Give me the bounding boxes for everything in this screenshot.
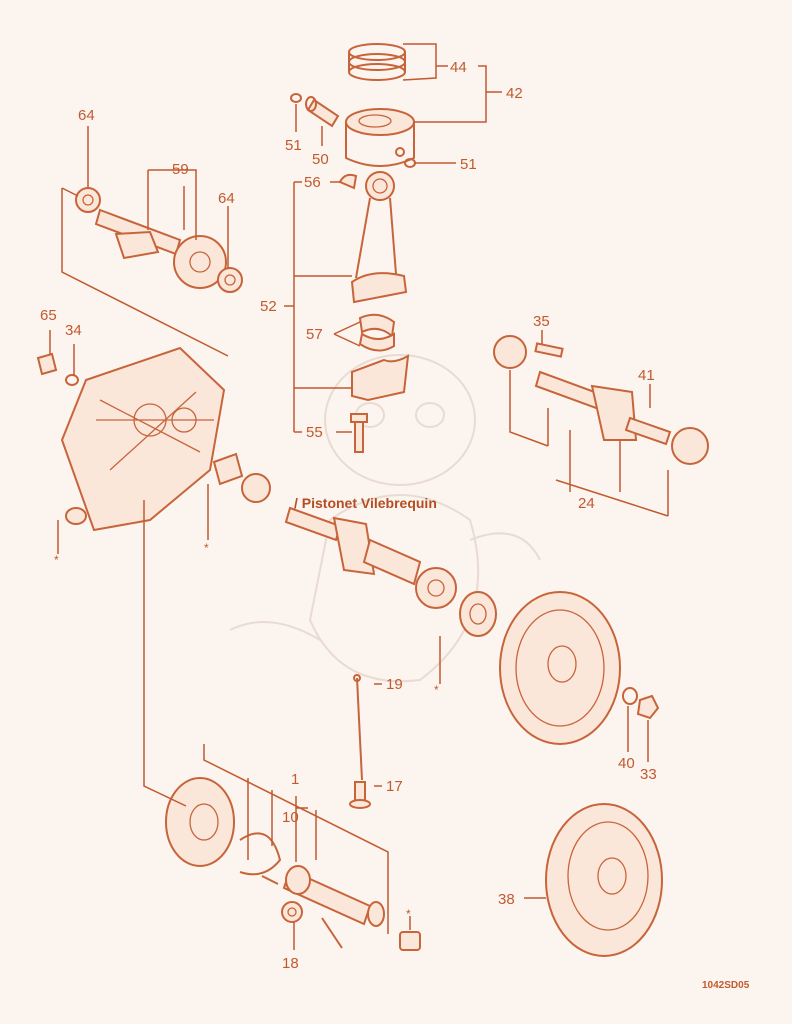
governor-flyweight bbox=[239, 832, 281, 885]
flywheel-nut bbox=[636, 694, 660, 720]
cover-oil-seal bbox=[212, 452, 244, 486]
main-bearing bbox=[459, 591, 497, 637]
camshaft-pin bbox=[321, 917, 343, 949]
fan-flywheel bbox=[545, 803, 663, 957]
callout-33: 33 bbox=[640, 766, 657, 783]
cam-bushing bbox=[281, 901, 303, 923]
asterisk-oil-seal: * bbox=[204, 541, 209, 555]
callout-1: 1 bbox=[291, 771, 299, 788]
callout-64-right: 64 bbox=[218, 190, 235, 207]
cover-small-gear bbox=[241, 473, 271, 503]
crankcase-cover bbox=[60, 346, 226, 532]
callout-41: 41 bbox=[638, 367, 655, 384]
piston-pin bbox=[305, 96, 340, 128]
callout-50: 50 bbox=[312, 151, 329, 168]
cam-gear bbox=[165, 777, 235, 867]
callout-42: 42 bbox=[506, 85, 523, 102]
callout-17: 17 bbox=[386, 778, 403, 795]
watermark-mascot bbox=[229, 354, 541, 683]
piston-pin-clip-left bbox=[290, 93, 302, 103]
balancer-bearing-left bbox=[75, 187, 101, 213]
flywheel bbox=[499, 591, 621, 745]
rod-bearing-inserts bbox=[358, 313, 396, 352]
needle-bearing bbox=[399, 931, 421, 951]
callout-52: 52 bbox=[260, 298, 277, 315]
crankshaft-right bbox=[493, 335, 709, 465]
callout-34: 34 bbox=[65, 322, 82, 339]
leader-lines bbox=[49, 43, 669, 950]
asterisk-markers: * * * * bbox=[54, 541, 439, 921]
callout-51-left: 51 bbox=[285, 137, 302, 154]
flywheel-washer bbox=[622, 687, 638, 705]
callout-35: 35 bbox=[533, 313, 550, 330]
asterisk-cover: * bbox=[54, 553, 59, 567]
section-title: / Pistonet Vilebrequin bbox=[294, 495, 437, 511]
connecting-rod bbox=[338, 171, 408, 304]
callout-10: 10 bbox=[282, 809, 299, 826]
crankshaft-main bbox=[284, 506, 457, 609]
callout-18: 18 bbox=[282, 955, 299, 972]
callout-59: 59 bbox=[172, 161, 189, 178]
callout-19: 19 bbox=[386, 676, 403, 693]
callout-56: 56 bbox=[304, 174, 321, 191]
piston bbox=[345, 108, 415, 167]
callout-44: 44 bbox=[450, 59, 467, 76]
asterisk-needle-bearing: * bbox=[406, 907, 411, 921]
callout-65: 65 bbox=[40, 307, 57, 324]
cover-washer bbox=[65, 374, 79, 386]
camshaft bbox=[282, 865, 385, 927]
asterisk-main-bearing: * bbox=[434, 683, 439, 697]
callout-38: 38 bbox=[498, 891, 515, 908]
callout-64-left: 64 bbox=[78, 107, 95, 124]
cover-bolt bbox=[36, 352, 58, 376]
rod-bolt bbox=[350, 413, 368, 453]
callout-24: 24 bbox=[578, 495, 595, 512]
rod-cap bbox=[351, 354, 410, 402]
balancer-gear bbox=[173, 235, 227, 289]
pushrod bbox=[353, 674, 363, 781]
callouts: 44 42 51 50 51 56 52 57 55 64 59 64 65 3… bbox=[40, 59, 657, 972]
balancer-shaft bbox=[94, 208, 182, 260]
callout-40: 40 bbox=[618, 755, 635, 772]
callout-57: 57 bbox=[306, 326, 323, 343]
piston-ring-set bbox=[348, 43, 406, 81]
valve-tappet bbox=[349, 781, 371, 809]
balancer-bearing-right bbox=[217, 267, 243, 293]
callout-51-right: 51 bbox=[460, 156, 477, 173]
drawing-code: 1042SD05 bbox=[702, 980, 750, 991]
callout-55: 55 bbox=[306, 424, 323, 441]
